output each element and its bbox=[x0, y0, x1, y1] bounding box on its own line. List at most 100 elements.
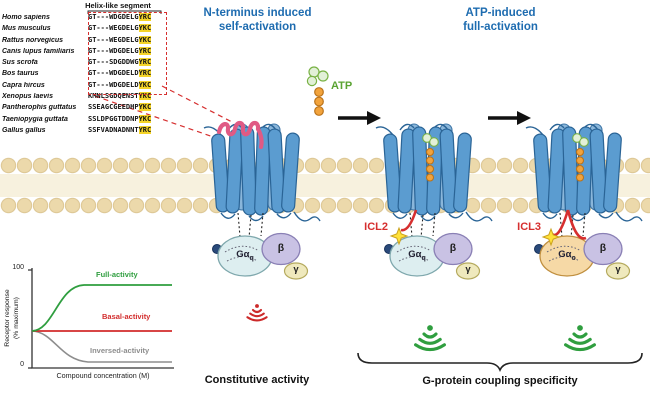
species-name: Taeniopygia guttata bbox=[2, 115, 68, 123]
alignment-row: Capra hircus GT---WDGDELDYKC bbox=[2, 80, 172, 92]
beta-label-2: β bbox=[449, 242, 457, 254]
species-name: Mus musculus bbox=[2, 25, 51, 33]
sequence-highlight: YKC bbox=[138, 80, 152, 89]
sequence-highlight: YKC bbox=[138, 103, 152, 112]
g-alpha-base: Gα bbox=[408, 249, 422, 260]
heading-self-activation: N-terminus induced self-activation bbox=[175, 6, 340, 34]
alignment-row: Taeniopygia guttata SSLDPGGTDDNPYKC bbox=[2, 114, 172, 126]
g-alpha-sub: q bbox=[249, 254, 254, 262]
caption-constitutive-activity: Constitutive activity bbox=[204, 374, 310, 386]
chart-ylabel: Receptor response (% maximum) bbox=[4, 258, 24, 378]
icl3-label: ICL3 bbox=[517, 221, 541, 233]
n-terminal-helix-icon bbox=[216, 120, 264, 150]
label-inversed-activity: Inversed-activity bbox=[90, 346, 150, 355]
caption-gprotein-specificity: G-protein coupling specificity bbox=[422, 375, 578, 387]
membrane-core bbox=[0, 174, 650, 197]
g-protein-receptor-1 bbox=[212, 212, 309, 280]
alignment-row: Rattus norvegicus GT---WEGDELGYKC bbox=[2, 35, 172, 47]
ytick-0: 0 bbox=[20, 361, 24, 368]
g-alpha-label-2: Gαq bbox=[397, 249, 437, 262]
curve-inversed bbox=[31, 330, 172, 363]
sequence: SSLDPGGTDDNP bbox=[88, 114, 139, 123]
strong-signal-icon-3 bbox=[564, 323, 596, 352]
sequence-highlight: YRC bbox=[138, 125, 152, 134]
g-protein-receptor-3 bbox=[534, 209, 631, 280]
species-name: Homo sapiens bbox=[2, 14, 50, 21]
sequence-highlight: YKC bbox=[138, 35, 152, 44]
icl2-loop bbox=[400, 209, 418, 232]
curve-full bbox=[31, 284, 172, 332]
atp-label: ATP bbox=[331, 80, 353, 92]
sequence: KMNLSGDQENST bbox=[88, 92, 139, 101]
icl3-loop-2 bbox=[566, 209, 587, 240]
sequence: GT---WEGDELG bbox=[88, 24, 139, 33]
alignment-row: Pantherophis guttatus SSEAGCGEEDHPYKC bbox=[2, 103, 172, 114]
species-name: Xenopus laevis bbox=[2, 93, 53, 101]
gamma-label-1: γ bbox=[293, 264, 299, 275]
heading-right-line2: full-activation bbox=[463, 21, 538, 33]
dose-response-chart bbox=[28, 268, 174, 369]
g-alpha-sub: q bbox=[421, 254, 426, 262]
species-name: Canis lupus familiaris bbox=[2, 47, 75, 55]
gamma-label-2: γ bbox=[465, 264, 471, 275]
sequence: GT---WDGDELG bbox=[88, 46, 139, 55]
alignment-row: Gallus gallus SSFVADNADNNTYRC bbox=[2, 125, 172, 137]
ylabel-line2: (% maximum) bbox=[12, 297, 20, 339]
sequence-highlight: YRC bbox=[138, 13, 152, 21]
g-alpha-label-1: Gαq bbox=[225, 249, 265, 262]
species-name: Gallus gallus bbox=[2, 126, 46, 134]
heading-full-activation: ATP-induced full-activation bbox=[413, 6, 588, 34]
weak-signal-icon bbox=[246, 303, 268, 322]
sequence-highlight: YRC bbox=[138, 69, 152, 78]
gamma-label-3: γ bbox=[615, 264, 621, 275]
sequence-highlight: YKC bbox=[138, 24, 152, 33]
membrane-outer-leaflet bbox=[0, 157, 650, 174]
ytick-100: 100 bbox=[12, 264, 24, 271]
beta-label-1: β bbox=[277, 242, 285, 254]
atp-bound-receptor-3-icon bbox=[572, 133, 589, 182]
sequence: GT---WEGDELG bbox=[88, 35, 139, 44]
ylabel-line1: Receptor response bbox=[4, 289, 11, 347]
sequence: GT---WDGDELG bbox=[88, 13, 139, 21]
species-name: Bos taurus bbox=[2, 70, 39, 78]
atp-molecule-icon bbox=[306, 66, 329, 116]
sequence: GT---WDGDELD bbox=[88, 80, 139, 89]
heading-left-line2: self-activation bbox=[218, 21, 297, 33]
alignment-row: Mus musculus GT---WEGDELGYKC bbox=[2, 24, 172, 35]
sequence-highlight: YRC bbox=[138, 46, 152, 55]
heading-left-line1: N-terminus induced bbox=[203, 7, 312, 19]
heading-right-line1: ATP-induced bbox=[465, 7, 536, 19]
sequence-highlight: YRC bbox=[138, 58, 152, 67]
species-name: Capra hircus bbox=[2, 81, 45, 89]
g-alpha-label-3: Gαo bbox=[547, 249, 587, 262]
sequence: SSFVADNADNNT bbox=[88, 125, 139, 134]
icl2-label: ICL2 bbox=[364, 221, 388, 233]
alignment-row: Sus scrofa GT---SDGDDWGYRC bbox=[2, 58, 172, 69]
label-basal-activity: Basal-activity bbox=[102, 312, 151, 321]
alignment-row: Xenopus laevis KMNLSGDQENSTYKC bbox=[2, 92, 172, 103]
arrow-right-2 bbox=[488, 111, 531, 125]
alignment-row: Homo sapiens GT---WDGDELGYRC bbox=[2, 13, 172, 24]
membrane-inner-leaflet bbox=[0, 197, 650, 214]
alignment-title: Helix-like segment bbox=[85, 1, 151, 10]
alignment-row: Bos taurus GT---WDGDELDYRC bbox=[2, 69, 172, 80]
chart-yticks bbox=[28, 269, 32, 369]
curly-brace bbox=[357, 352, 643, 373]
species-name: Rattus norvegicus bbox=[2, 36, 64, 44]
strong-signal-icon-2 bbox=[414, 323, 446, 352]
chart-xlabel: Compound concentration (M) bbox=[56, 371, 150, 380]
atp-bound-receptor-2-icon bbox=[422, 133, 439, 182]
projection-dashed-lines bbox=[94, 85, 235, 141]
species-name: Pantherophis guttatus bbox=[2, 104, 77, 112]
arrow-right-1 bbox=[338, 111, 381, 125]
label-full-activity: Full-activity bbox=[96, 270, 138, 279]
sequence: SSEAGCGEEDHP bbox=[88, 103, 139, 112]
sequence-highlight: YKC bbox=[138, 114, 152, 123]
sequence: GT---SDGDDWG bbox=[88, 58, 139, 67]
sequence: GT---WDGDELD bbox=[88, 69, 139, 78]
sequence-highlight: YKC bbox=[138, 92, 152, 101]
species-name: Sus scrofa bbox=[2, 59, 38, 67]
